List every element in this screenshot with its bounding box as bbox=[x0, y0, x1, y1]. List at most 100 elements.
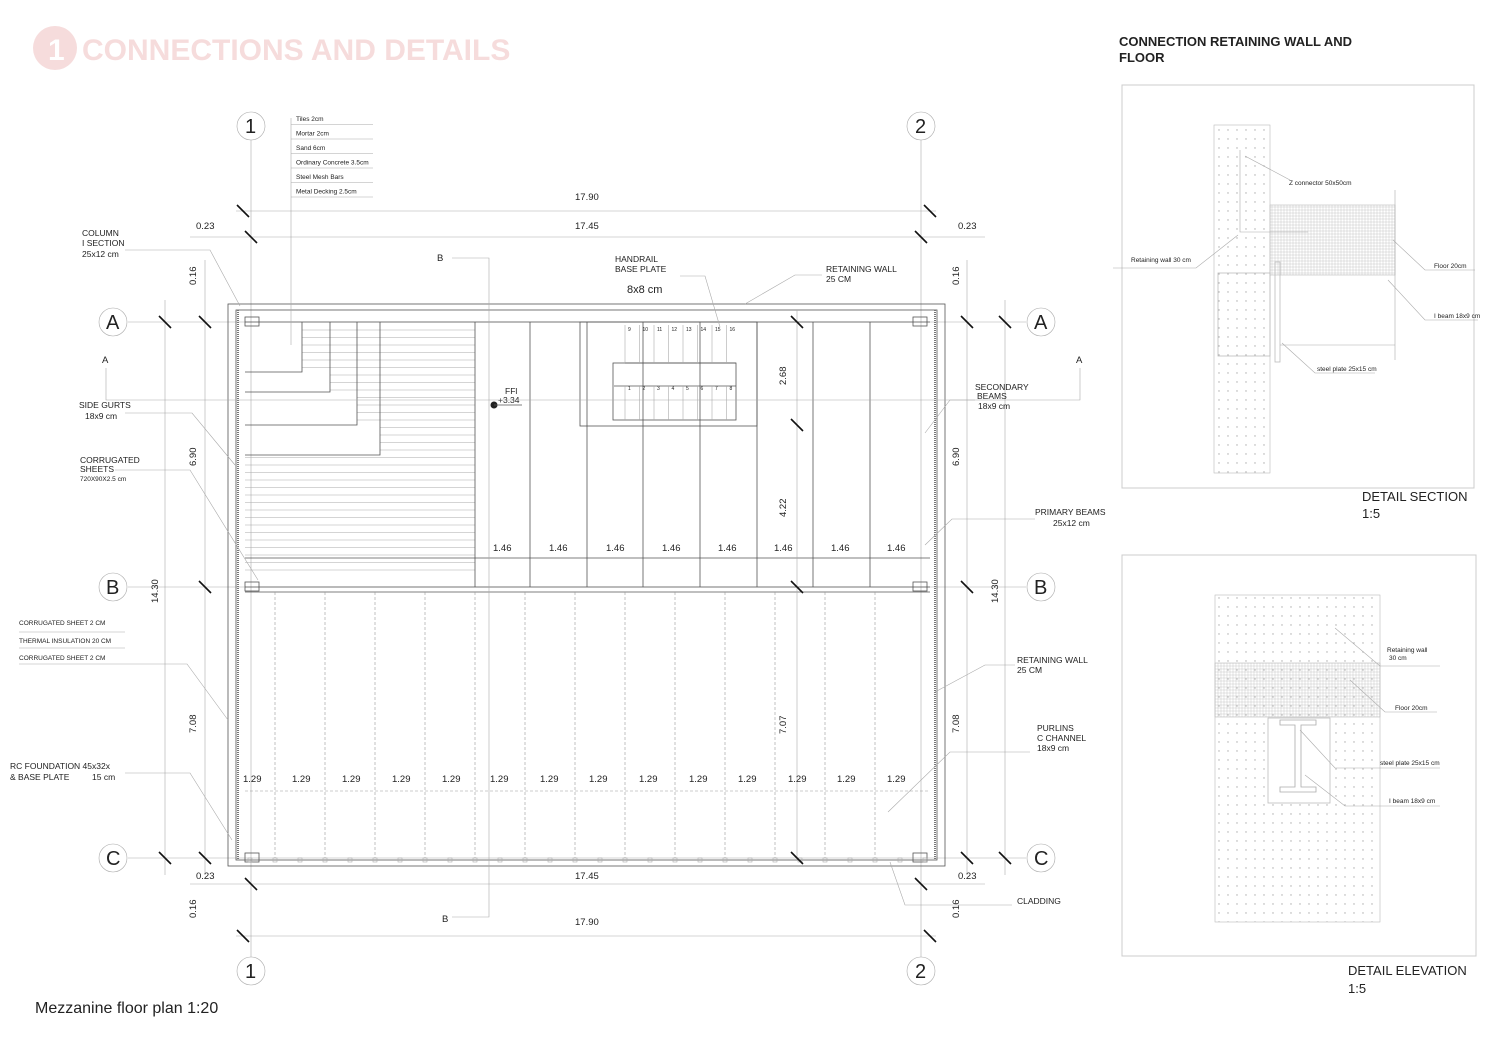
svg-text:PRIMARY BEAMS: PRIMARY BEAMS bbox=[1035, 507, 1106, 517]
dimension-tick bbox=[244, 877, 258, 891]
section-line-a bbox=[105, 368, 1081, 401]
label-elev-i-beam: I beam 18x9 cm bbox=[1389, 798, 1435, 805]
svg-text:HANDRAIL: HANDRAIL bbox=[615, 254, 658, 264]
stair-number: 11 bbox=[657, 327, 662, 333]
dimension-tick bbox=[960, 580, 974, 594]
bolt bbox=[1274, 261, 1281, 363]
label-rc-foundation: RC FOUNDATION 45x32x & BASE PLATE 15 cm bbox=[10, 761, 233, 841]
dimension-tick bbox=[198, 851, 212, 865]
stair-number: 3 bbox=[657, 386, 660, 392]
dim-inner-top: 17.45 bbox=[575, 221, 599, 232]
dim-stair-depth: 2.68 bbox=[778, 367, 789, 386]
label-secondary-beams: SECONDARY BEAMS 18x9 cm bbox=[924, 382, 1029, 434]
floor-layer-label: Mortar 2cm bbox=[296, 131, 329, 138]
details-panel: CONNECTION RETAINING WALL AND FLOOR Z co… bbox=[1113, 34, 1480, 996]
svg-text:25 CM: 25 CM bbox=[1017, 665, 1042, 675]
dimension-tick bbox=[198, 315, 212, 329]
bay-label-lower: 1.29 bbox=[639, 774, 658, 785]
label-elev-floor: Floor 20cm bbox=[1395, 705, 1428, 712]
svg-text:SIDE GURTS: SIDE GURTS bbox=[79, 400, 131, 410]
retaining-wall-outline bbox=[227, 303, 946, 867]
dim-bc-right: 7.08 bbox=[951, 715, 962, 734]
stair-number: 5 bbox=[686, 386, 689, 392]
grid-bubble-1-top: 1 bbox=[236, 111, 266, 141]
cladding-post bbox=[747, 857, 753, 863]
dim-edge-bottom-right: 0.16 bbox=[951, 900, 962, 919]
label-cladding: CLADDING bbox=[889, 861, 1061, 906]
label-corrugated-sheets: CORRUGATED SHEETS 720X90X2.5 cm bbox=[80, 455, 259, 581]
cladding-post bbox=[447, 857, 453, 863]
cladding-post bbox=[897, 857, 903, 863]
dim-ab-right: 6.90 bbox=[951, 448, 962, 467]
svg-text:SHEETS: SHEETS bbox=[80, 464, 114, 474]
dimension-tick bbox=[158, 315, 172, 329]
stair-number: 9 bbox=[628, 327, 631, 333]
floor-layer-label: Sand 6cm bbox=[296, 145, 325, 152]
svg-text:2: 2 bbox=[915, 961, 926, 983]
column-b1 bbox=[244, 581, 260, 592]
section-mark-a-right: A bbox=[1076, 355, 1083, 366]
section-mark-b-top: B bbox=[437, 253, 443, 264]
purlins bbox=[247, 592, 928, 863]
bay-label-lower: 1.29 bbox=[342, 774, 361, 785]
dim-edge-top-left: 0.16 bbox=[188, 267, 199, 286]
hatch-step-4 bbox=[245, 322, 381, 456]
label-primary-beams: PRIMARY BEAMS 25x12 cm bbox=[924, 507, 1106, 546]
stair-number: 1 bbox=[628, 386, 631, 392]
label-retaining-wall: Retaining wall 30 cm bbox=[1131, 257, 1191, 264]
dimension-tick bbox=[158, 851, 172, 865]
stair-number: 8 bbox=[730, 386, 733, 392]
cladding-post bbox=[322, 857, 328, 863]
svg-text:720X90X2.5 cm: 720X90X2.5 cm bbox=[80, 476, 126, 483]
svg-text:8x8 cm: 8x8 cm bbox=[627, 284, 662, 296]
label-elev-wall: Retaining wall bbox=[1387, 647, 1428, 654]
stair-number: 14 bbox=[701, 327, 707, 333]
dimension-tick bbox=[923, 204, 937, 218]
bay-label-upper: 1.46 bbox=[774, 543, 793, 554]
label-i-beam: I beam 18x9 cm bbox=[1434, 313, 1480, 320]
bay-label-upper: 1.46 bbox=[606, 543, 625, 554]
cladding-post bbox=[872, 857, 878, 863]
label-elev-steel-plate: steel plate 25x15 cm bbox=[1380, 760, 1440, 767]
svg-text:1: 1 bbox=[245, 961, 256, 983]
grid-bubble-1-bottom: 1 bbox=[236, 956, 266, 986]
stair-number: 16 bbox=[730, 327, 736, 333]
svg-text:18x9 cm: 18x9 cm bbox=[978, 401, 1010, 411]
cladding-post bbox=[547, 857, 553, 863]
dim-edge-bottom-left: 0.16 bbox=[188, 900, 199, 919]
grid-bubble-c-right: C bbox=[1026, 843, 1056, 873]
dim-ab-left: 6.90 bbox=[188, 448, 199, 467]
column-b2 bbox=[912, 581, 928, 592]
bay-label-lower: 1.29 bbox=[392, 774, 411, 785]
svg-text:B: B bbox=[106, 577, 119, 599]
cladding-post bbox=[497, 857, 503, 863]
bay-label-upper: 1.46 bbox=[831, 543, 850, 554]
mezzanine-floor-plan: 1 2 1 2 A A B B C C bbox=[10, 111, 1106, 1017]
svg-text:25 CM: 25 CM bbox=[826, 274, 851, 284]
cladding-post bbox=[347, 857, 353, 863]
dimension-tick bbox=[914, 877, 928, 891]
cladding-post bbox=[522, 857, 528, 863]
stair-number: 2 bbox=[643, 386, 646, 392]
grid-bubble-2-top: 2 bbox=[906, 111, 936, 141]
svg-text:CORRUGATED: CORRUGATED bbox=[80, 455, 140, 465]
bay-label-lower: 1.29 bbox=[243, 774, 262, 785]
svg-text:18x9 cm: 18x9 cm bbox=[85, 411, 117, 421]
svg-text:PURLINS: PURLINS bbox=[1037, 723, 1074, 733]
bay-label-lower: 1.29 bbox=[442, 774, 461, 785]
section-mark-a-left: A bbox=[102, 355, 109, 366]
bay-label-upper: 1.46 bbox=[549, 543, 568, 554]
stair-number: 6 bbox=[701, 386, 704, 392]
cladding-post bbox=[772, 857, 778, 863]
detail-section: Z connector 50x50cm Retaining wall 30 cm… bbox=[1113, 84, 1480, 521]
cladding-post bbox=[647, 857, 653, 863]
label-retaining-wall-top: RETAINING WALL 25 CM bbox=[744, 264, 897, 305]
grid-bubble-b-left: B bbox=[98, 572, 128, 602]
label-column: COLUMN I SECTION 25x12 cm bbox=[82, 228, 241, 307]
svg-text:FFl: FFl bbox=[505, 386, 517, 396]
svg-text:C CHANNEL: C CHANNEL bbox=[1037, 733, 1086, 743]
grid-bubble-2-bottom: 2 bbox=[906, 956, 936, 986]
